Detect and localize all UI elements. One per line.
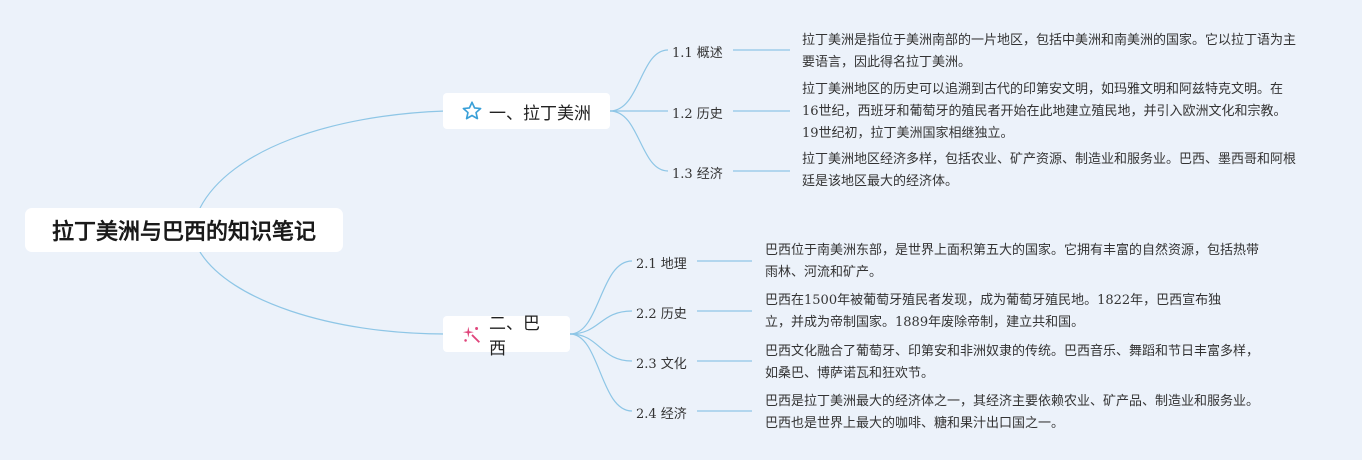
subtopic-label: 1.2 历史 (672, 107, 723, 122)
note-2-1[interactable]: 巴西位于南美洲东部，是世界上面积第五大的国家。它拥有丰富的自然资源，包括热带雨林… (765, 240, 1262, 284)
subtopic-2-1[interactable]: 2.1 地理 (636, 253, 687, 272)
subtopic-2-2[interactable]: 2.2 历史 (636, 303, 687, 322)
connector-root-b1 (199, 110, 446, 209)
connector-b2-s3 (569, 333, 633, 362)
connector-root-b2 (199, 251, 446, 335)
subtopic-label: 2.1 地理 (636, 257, 687, 272)
connector-b1-s3 (609, 110, 669, 172)
branch-label: 一、拉丁美洲 (489, 103, 591, 124)
sparkle-icon (461, 323, 483, 345)
root-node[interactable]: 拉丁美洲与巴西的知识笔记 (25, 208, 343, 252)
subtopic-1-2[interactable]: 1.2 历史 (672, 103, 723, 122)
note-text: 拉丁美洲地区经济多样，包括农业、矿产资源、制造业和服务业。巴西、墨西哥和阿根廷是… (802, 152, 1297, 189)
note-text: 拉丁美洲地区的历史可以追溯到古代的印第安文明，如玛雅文明和阿兹特克文明。在16世… (802, 82, 1287, 141)
note-1-2[interactable]: 拉丁美洲地区的历史可以追溯到古代的印第安文明，如玛雅文明和阿兹特克文明。在16世… (802, 79, 1297, 145)
root-title: 拉丁美洲与巴西的知识笔记 (51, 220, 316, 245)
subtopic-2-3[interactable]: 2.3 文化 (636, 353, 687, 372)
note-text: 巴西是拉丁美洲最大的经济体之一，其经济主要依赖农业、矿产品、制造业和服务业。巴西… (765, 394, 1260, 431)
subtopic-label: 2.3 文化 (636, 357, 687, 372)
subtopic-label: 1.3 经济 (672, 167, 723, 182)
note-1-3[interactable]: 拉丁美洲地区经济多样，包括农业、矿产资源、制造业和服务业。巴西、墨西哥和阿根廷是… (802, 149, 1297, 193)
note-2-4[interactable]: 巴西是拉丁美洲最大的经济体之一，其经济主要依赖农业、矿产品、制造业和服务业。巴西… (765, 391, 1262, 435)
branch-label: 二、巴西 (489, 314, 540, 359)
subtopic-1-3[interactable]: 1.3 经济 (672, 163, 723, 182)
subtopic-2-4[interactable]: 2.4 经济 (636, 403, 687, 422)
subtopic-1-1[interactable]: 1.1 概述 (672, 42, 723, 61)
note-text: 拉丁美洲是指位于美洲南部的一片地区，包括中美洲和南美洲的国家。它以拉丁语为主要语… (802, 33, 1297, 70)
star-icon (461, 100, 483, 122)
branch-brazil[interactable]: 二、巴西 (443, 314, 570, 359)
note-text: 巴西位于南美洲东部，是世界上面积第五大的国家。它拥有丰富的自然资源，包括热带雨林… (765, 243, 1260, 280)
connector-b2-s2 (569, 310, 633, 335)
subtopic-label: 2.2 历史 (636, 307, 687, 322)
note-text: 巴西在1500年被葡萄牙殖民者发现，成为葡萄牙殖民地。1822年，巴西宣布独立，… (765, 293, 1222, 330)
note-2-2[interactable]: 巴西在1500年被葡萄牙殖民者发现，成为葡萄牙殖民地。1822年，巴西宣布独立，… (765, 290, 1247, 334)
branch-latin-america[interactable]: 一、拉丁美洲 (443, 93, 610, 129)
subtopic-label: 1.1 概述 (672, 46, 723, 61)
connector-b2-s1 (569, 260, 633, 335)
connector-b2-s4 (569, 333, 633, 412)
note-2-3[interactable]: 巴西文化融合了葡萄牙、印第安和非洲奴隶的传统。巴西音乐、舞蹈和节日丰富多样，如桑… (765, 341, 1262, 385)
note-text: 巴西文化融合了葡萄牙、印第安和非洲奴隶的传统。巴西音乐、舞蹈和节日丰富多样，如桑… (765, 344, 1260, 381)
connector-b1-s1 (609, 49, 669, 112)
subtopic-label: 2.4 经济 (636, 407, 687, 422)
note-1-1[interactable]: 拉丁美洲是指位于美洲南部的一片地区，包括中美洲和南美洲的国家。它以拉丁语为主要语… (802, 30, 1297, 74)
